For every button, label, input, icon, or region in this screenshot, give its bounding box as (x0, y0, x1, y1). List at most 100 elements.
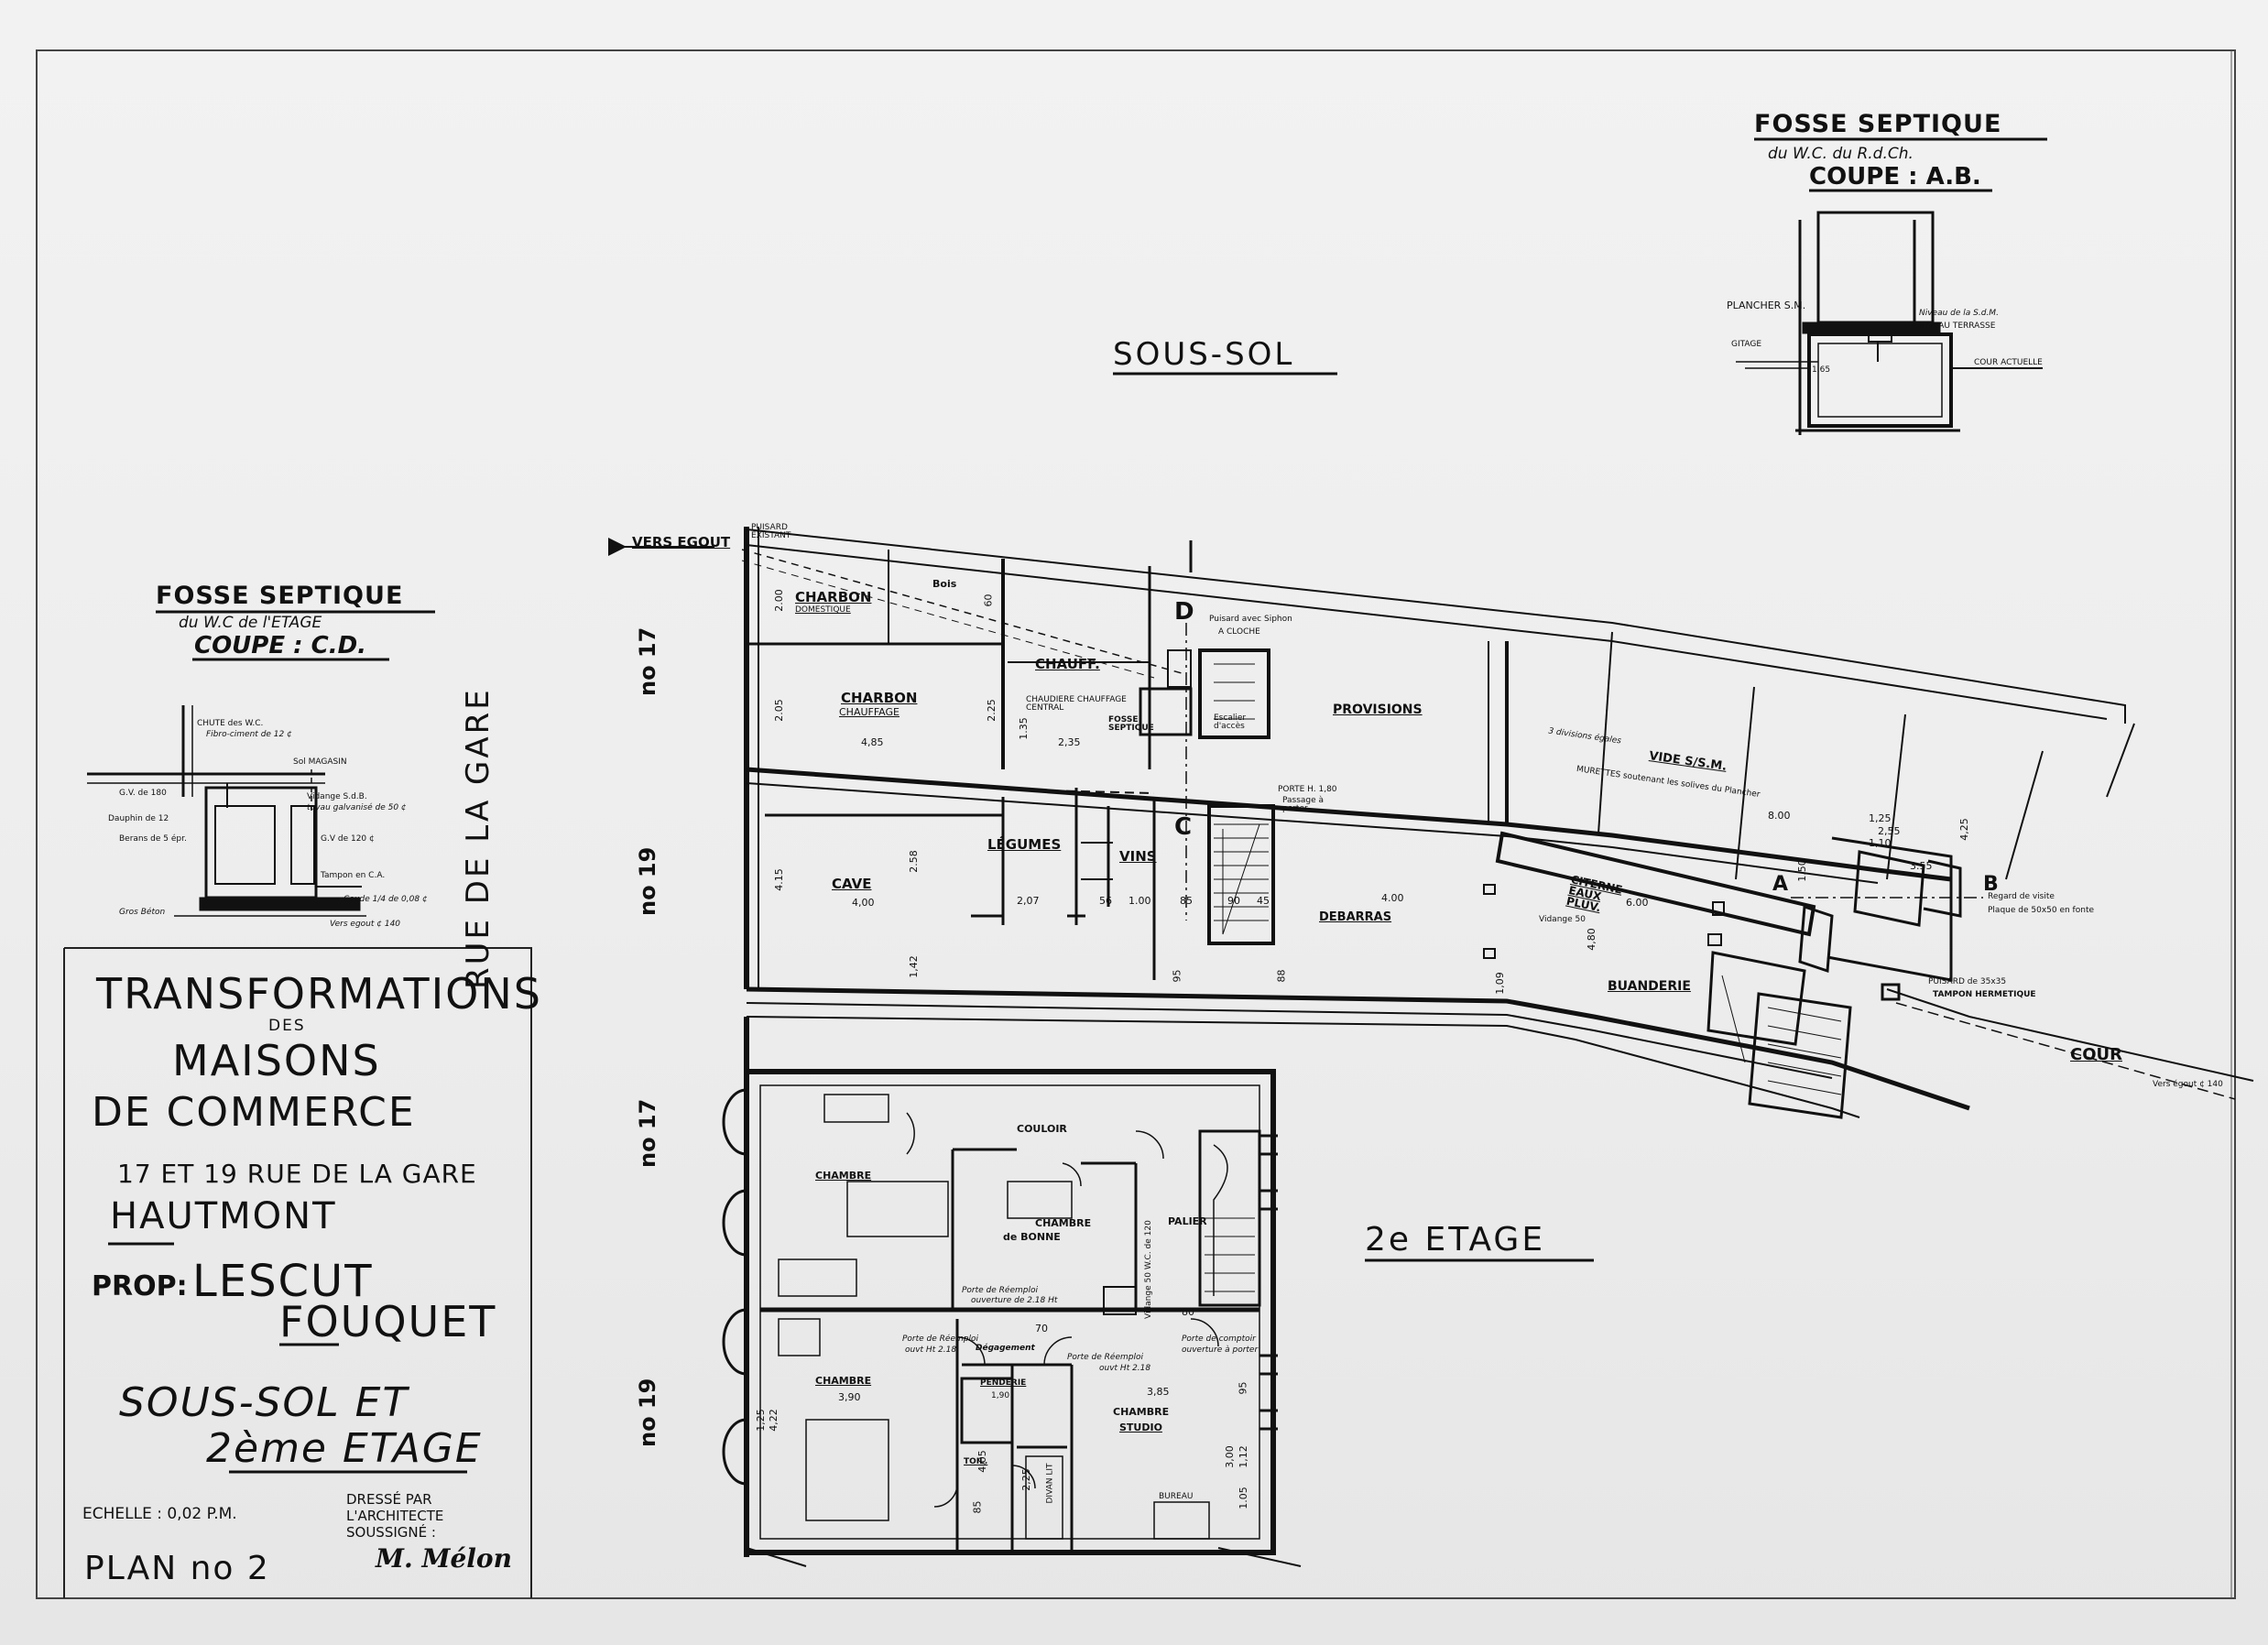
cut-b: B (1983, 873, 1999, 896)
label-puisard-siphon: Puisard avec Siphon (1209, 615, 1292, 624)
puisard-existant: PUISARD EXISTANT (751, 523, 791, 540)
fosse-cd-gv2: G.V de 120 ¢ (321, 834, 375, 844)
dim-88: 88 (1275, 969, 1288, 983)
fosse-cd-subtitle: du W.C de l'ETAGE (179, 614, 322, 632)
label-porte-2: Porte de Réemploi (902, 1335, 978, 1344)
label-passage: Passage à porter (1282, 796, 1325, 813)
label-vidange-wc: Vidange 50 W.C. de 120 (1144, 1220, 1153, 1319)
dim-415: 4.15 (772, 868, 785, 891)
room-penderie-dim: 1,90 (991, 1391, 1010, 1400)
dim-et-85: 85 (971, 1500, 984, 1514)
fosse-cd-chute2: Fibro-ciment de 12 ¢ (206, 730, 292, 739)
room-chambre-2-dim: 3,90 (838, 1391, 861, 1403)
dim-et-225: 2,25 (1020, 1468, 1032, 1491)
room-bureau: BUREAU (1159, 1492, 1194, 1501)
title-drawn-by-2: L'ARCHITECTE (346, 1508, 444, 1524)
dim-235: 2,35 (1058, 736, 1081, 748)
dim-425: 4,25 (1957, 818, 1970, 841)
room-charbon-domestique: CHARBON (795, 589, 872, 605)
room-couloir: COULOIR (1017, 1123, 1067, 1135)
dim-135: 1.35 (1017, 717, 1030, 740)
label-chaudiere: CHAUDIERE CHAUFFAGE CENTRAL (1026, 695, 1127, 713)
room-chambre-bonne: CHAMBRE (1035, 1217, 1092, 1229)
fosse-cd-berans: Berans de 5 épr. (119, 834, 187, 844)
room-charbon-chauffage-sub: CHAUFFAGE (839, 706, 900, 718)
label-porte-1: Porte de Réemploi (962, 1286, 1038, 1295)
label-a-cloche: A CLOCHE (1218, 627, 1260, 637)
street-name: RUE DE LA GARE (460, 687, 496, 989)
title-sheet-1: SOUS-SOL ET (119, 1379, 409, 1426)
title-transformations: TRANSFORMATIONS (96, 969, 542, 1019)
fosse-ab-section (1736, 211, 2043, 435)
street-no17-a: no 17 (635, 626, 660, 696)
label-tampon: TAMPON HERMETIQUE (1933, 990, 2036, 999)
room-legumes: LÉGUMES (987, 836, 1062, 853)
street-no19-b: no 19 (635, 1378, 660, 1447)
fosse-ab-cour: COUR ACTUELLE (1974, 358, 2043, 367)
cour-label: COUR (2070, 1045, 2122, 1064)
fosse-ab-title: FOSSE SEPTIQUE (1754, 110, 2002, 138)
title-city: HAUTMONT (110, 1195, 337, 1237)
egout-label: VERS EGOUT (632, 534, 731, 550)
dim-et-405: 4,05 (976, 1450, 988, 1473)
title-maisons: MAISONS (172, 1036, 381, 1085)
label-regard: Regard de visite (1988, 892, 2055, 901)
label-vers-egout: Vers égout ¢ 140 (2153, 1080, 2223, 1089)
dim-60: 60 (982, 594, 995, 607)
label-puisard2: PUISARD de 35x35 (1928, 977, 2007, 986)
fosse-cd-coupe: COUPE : C.D. (194, 632, 367, 659)
dim-110: 1,10 (1869, 837, 1892, 849)
label-porte-4: Porte de comptoir (1182, 1335, 1256, 1344)
title-prop-label: PROP: (92, 1270, 188, 1302)
title-drawn-by-1: DRESSÉ PAR (346, 1491, 432, 1508)
fosse-ab-coupe: COUPE : A.B. (1809, 163, 1981, 191)
etage-plan (722, 1069, 1302, 1567)
title-address: 17 ET 19 RUE DE LA GARE (117, 1159, 477, 1189)
fosse-cd-egout: Vers egout ¢ 140 (330, 920, 401, 929)
room-provisions: PROVISIONS (1333, 703, 1423, 717)
title-block-frame (63, 947, 532, 1598)
dim-355: 3.55 (1910, 860, 1933, 872)
title-des: DES (268, 1017, 306, 1035)
fosse-cd-sol: Sol MAGASIN (293, 757, 347, 767)
fosse-cd-beton: Gros Béton (119, 908, 166, 917)
fosse-ab-niveau: Niveau de la S.d.M. (1919, 309, 1999, 318)
fosse-ab-dim: 1.65 (1812, 365, 1831, 375)
dim-et-112: 1,12 (1237, 1445, 1249, 1468)
title-sheet-2: 2ème ETAGE (206, 1425, 483, 1472)
dim-205: 2.05 (772, 699, 785, 722)
room-palier: PALIER (1168, 1215, 1207, 1227)
room-vins: VINS (1119, 848, 1157, 865)
room-charbon-chauffage: CHARBON (841, 690, 918, 706)
room-toil: TOIL. (964, 1457, 988, 1466)
room-chauff: CHAUFF. (1035, 656, 1100, 672)
label-plaque: Plaque de 50x50 en fonte (1988, 906, 2095, 915)
label-vidange: Vidange 50 (1539, 915, 1586, 924)
dim-legumes: 2,07 (1017, 895, 1040, 907)
dim-480: 4,80 (1585, 928, 1597, 951)
sous-sol-title: SOUS-SOL (1113, 336, 1295, 373)
title-owner-2: FOUQUET (279, 1297, 497, 1346)
dim-255: 2,55 (1878, 825, 1901, 837)
fosse-cd-title: FOSSE SEPTIQUE (156, 582, 404, 610)
fosse-cd-gv: G.V. de 180 (119, 789, 167, 798)
fosse-cd-dauphin: Dauphin de 12 (108, 814, 169, 823)
dim-258: 2.58 (907, 850, 920, 873)
room-charbon-domestique-sub: DOMESTIQUE (795, 605, 851, 615)
room-chambre-bonne-sub: de BONNE (1003, 1231, 1061, 1243)
dim-85: 85 (1180, 895, 1193, 907)
fosse-ab-plancher: PLANCHER S.M. (1727, 300, 1806, 311)
title-signature: M. Mélon (376, 1543, 512, 1574)
label-escalier: Escalier d'accès (1214, 714, 1247, 731)
dim-150: 1.50 (1795, 859, 1808, 882)
dim-200: 2.00 (772, 589, 785, 612)
dim-45: 45 (1257, 895, 1270, 907)
sous-sol-plan (741, 527, 2254, 1557)
room-studio: STUDIO (1119, 1422, 1162, 1433)
dim-et-300: 3,00 (1223, 1445, 1236, 1468)
fosse-cd-coude: Coude 1/4 de 0,08 ¢ (343, 895, 428, 904)
title-plan-number: PLAN no 2 (84, 1550, 270, 1587)
fosse-ab-gitage: GITAGE (1731, 340, 1762, 349)
room-cave: CAVE (832, 876, 872, 892)
